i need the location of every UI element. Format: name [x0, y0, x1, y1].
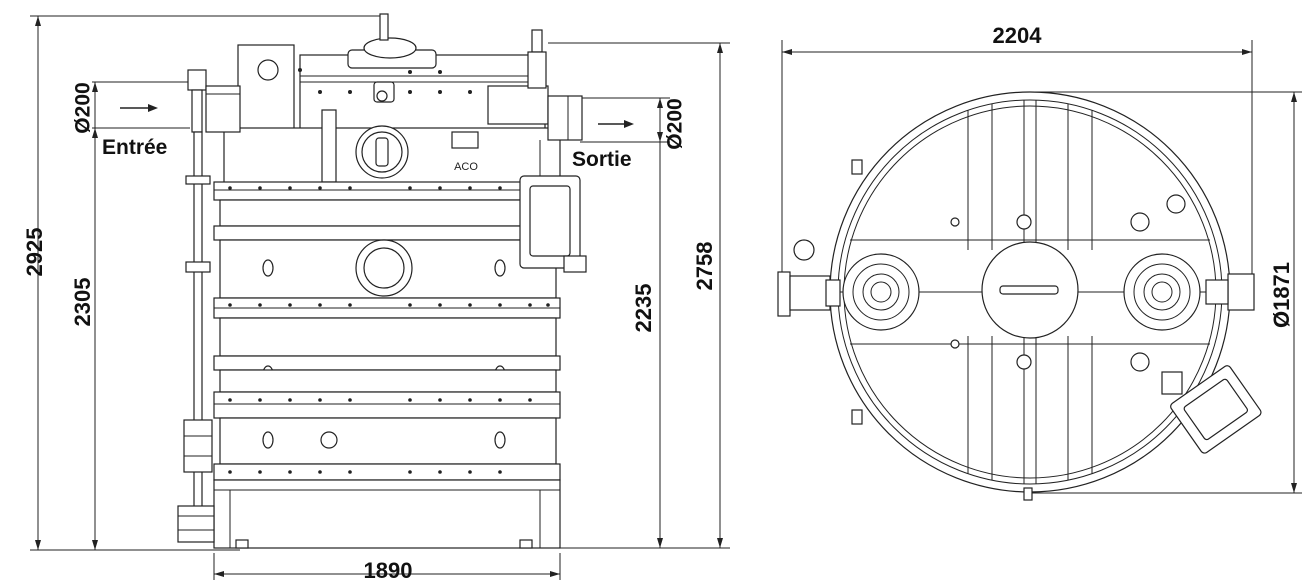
control-box-top: [1170, 365, 1262, 454]
outlet-pipe: [547, 95, 583, 141]
outlet-diameter: Ø200: [664, 98, 687, 149]
dim-2204: 2204: [993, 23, 1043, 48]
outlet-chamber-top: [1123, 253, 1201, 331]
dim-2758: 2758: [692, 242, 717, 291]
inlet-chamber-top: [842, 253, 920, 331]
inlet-pipe: [205, 85, 241, 133]
outlet-valve: [487, 85, 549, 125]
outlet-arrow-icon: [624, 120, 634, 128]
brand-label: ACO: [454, 161, 478, 173]
outlet-label: Sortie: [572, 148, 632, 171]
outlet-flange-top: [1227, 273, 1255, 311]
inlet-label: Entrée: [102, 136, 167, 159]
side-view: 2925 2305 Ø200 2235 Ø200 2758 1890 Entré…: [22, 13, 730, 583]
dim-2925: 2925: [22, 228, 47, 277]
top-view: 2204 Ø1871: [777, 23, 1302, 501]
inlet-arrow-icon: [148, 104, 158, 112]
inlet-chamber: [237, 44, 295, 136]
dim-2235: 2235: [631, 284, 656, 333]
tank-base: [213, 479, 561, 549]
dim-1890: 1890: [364, 558, 413, 583]
dim-1871: Ø1871: [1269, 262, 1294, 328]
inlet-diameter: Ø200: [72, 82, 95, 133]
dim-2305: 2305: [70, 278, 95, 327]
inlet-flange-top: [777, 271, 791, 317]
vent-cap: [187, 69, 207, 91]
